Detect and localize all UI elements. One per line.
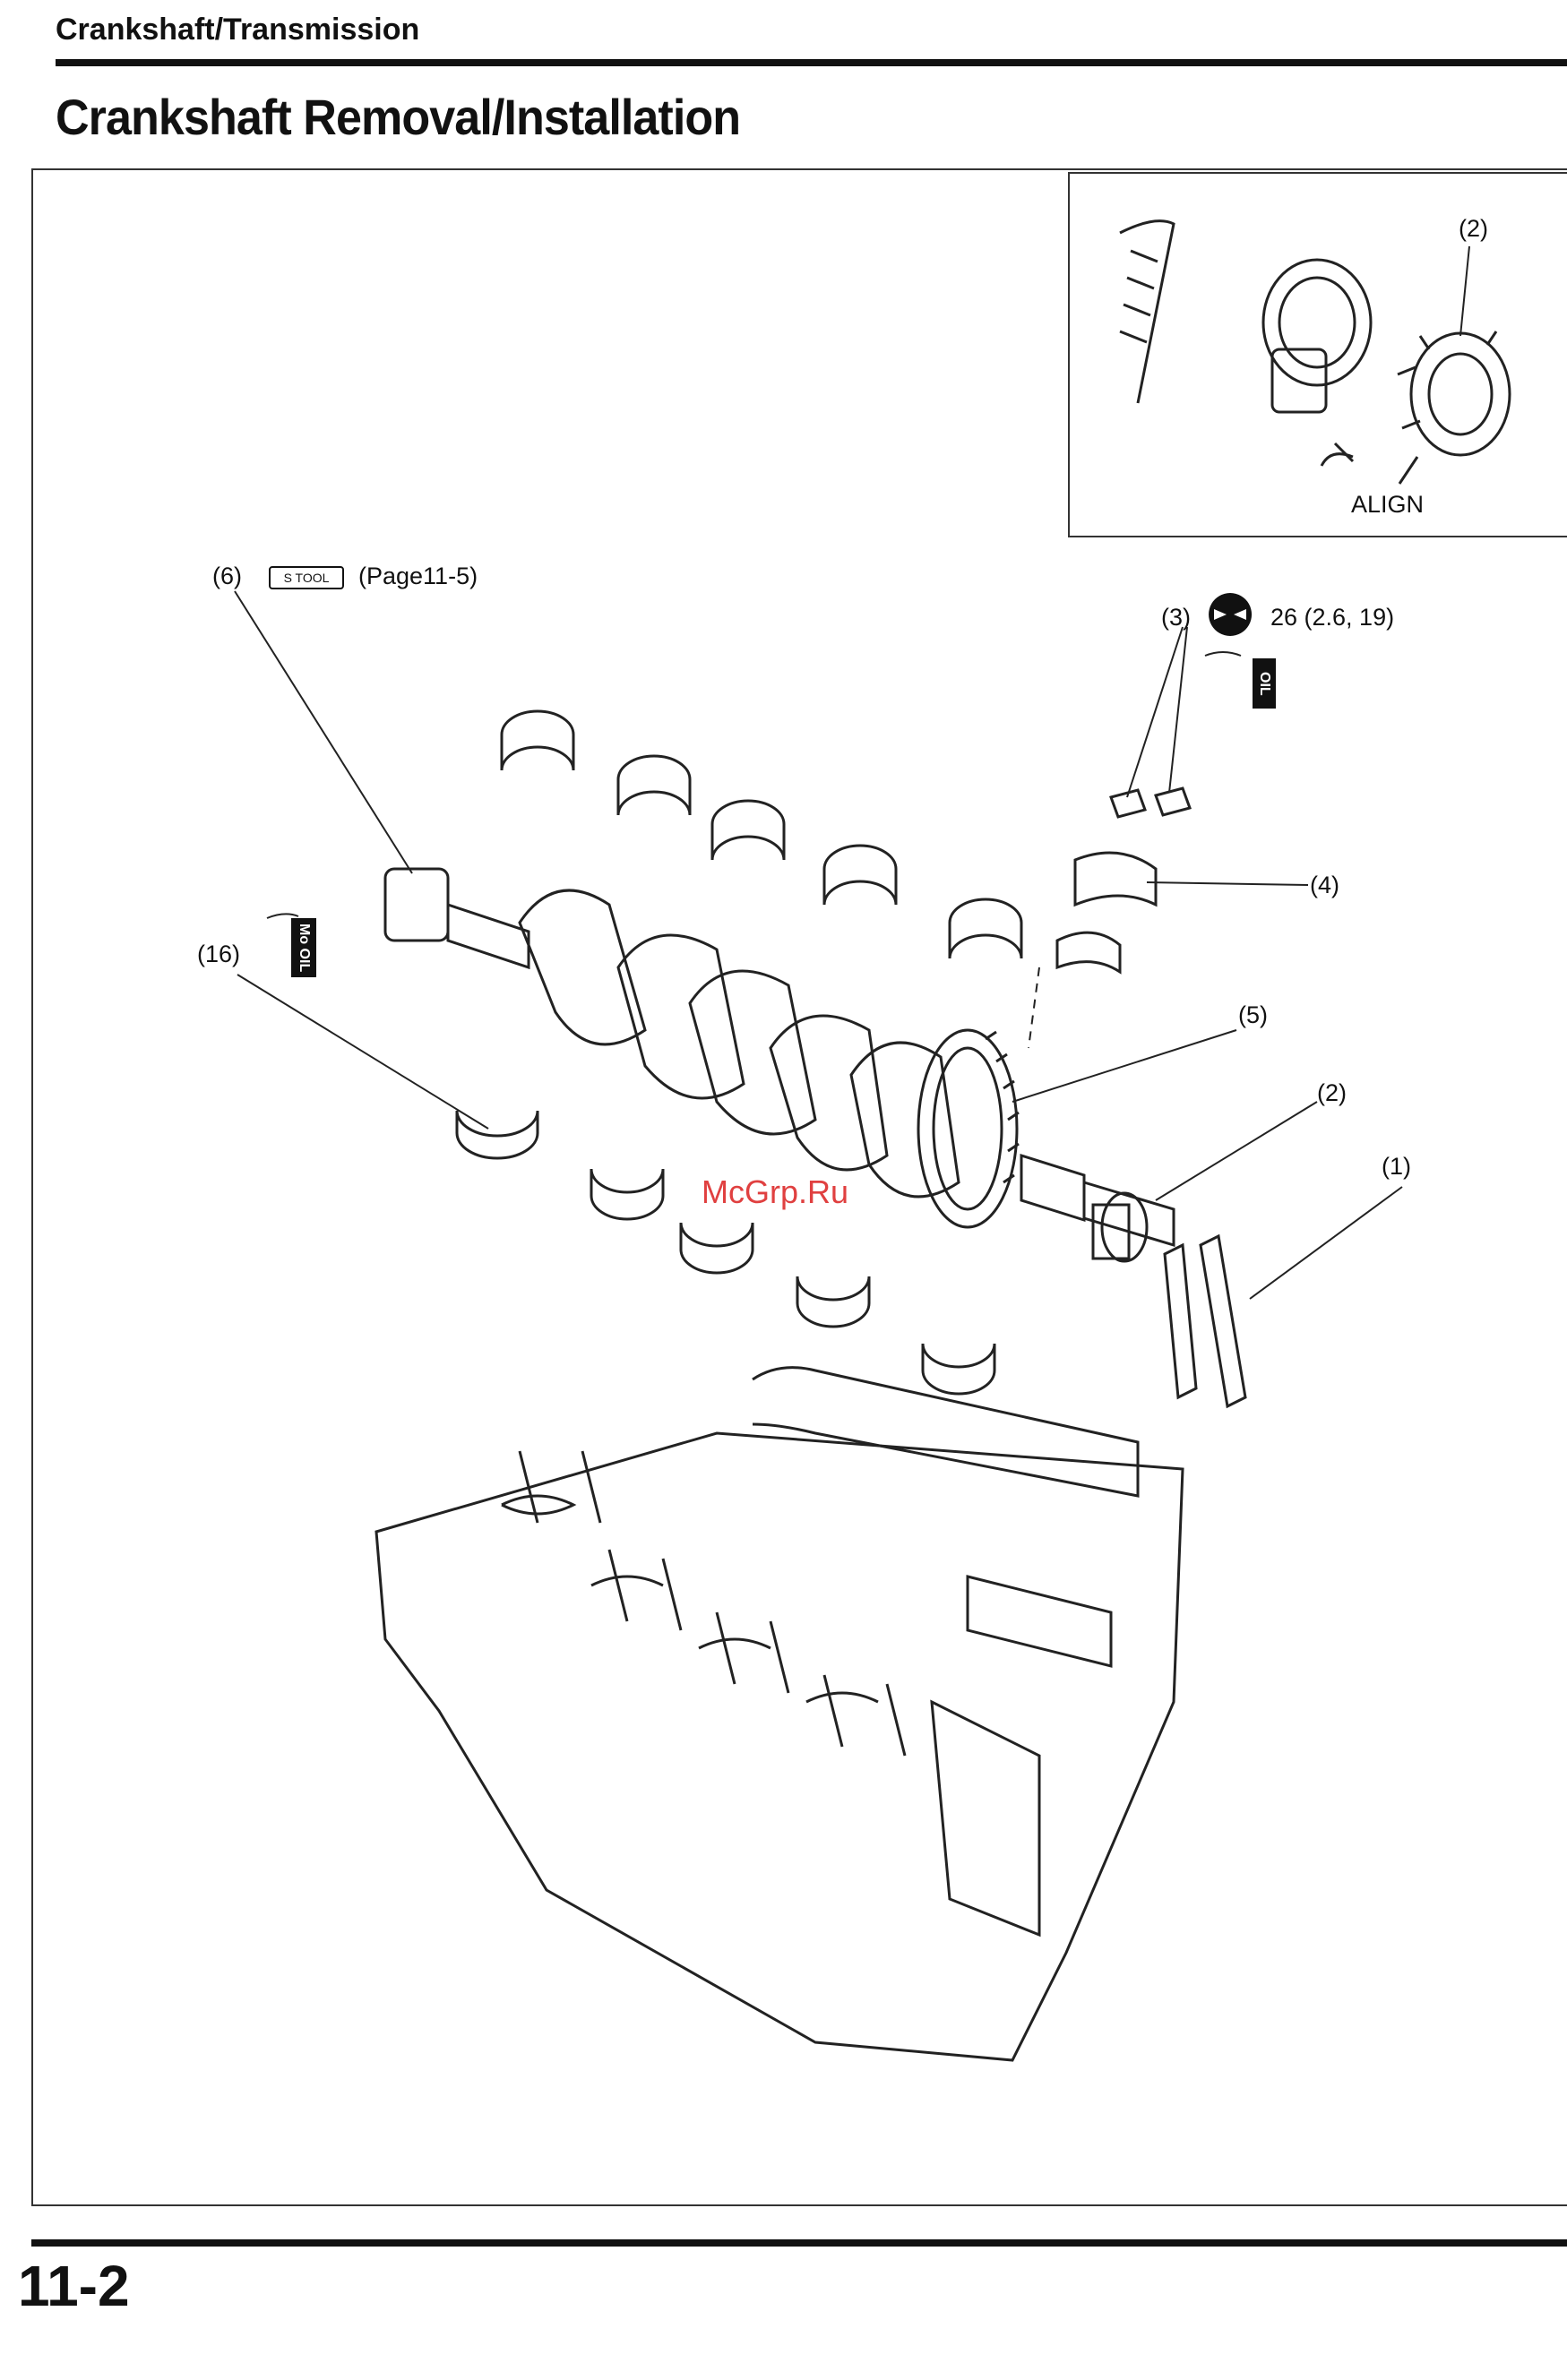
tool-page-ref: (Page11-5): [358, 563, 478, 590]
callout-6: (6): [212, 563, 242, 590]
upper-bearing-shells: [502, 711, 1021, 958]
bearing-cap-and-nuts: [1029, 788, 1190, 1048]
inset-align-label: ALIGN: [1351, 491, 1424, 519]
callout-2: (2): [1317, 1079, 1347, 1107]
inset-callout-2: (2): [1459, 215, 1488, 243]
special-tool-badge: S TOOL: [269, 566, 344, 589]
callout-5: (5): [1238, 1001, 1268, 1029]
torque-wrench-icon: [1205, 589, 1255, 640]
lower-bearing-shells: [457, 1111, 994, 1394]
callout-16: (16): [197, 941, 240, 968]
callout-3: (3): [1161, 604, 1191, 632]
page-number: 11-2: [18, 2253, 130, 2319]
sprocket-and-chain: [1093, 1193, 1245, 1406]
torque-value: 26 (2.6, 19): [1270, 604, 1394, 632]
callout-4: (4): [1310, 872, 1339, 899]
inset-gear-drawing: [1120, 221, 1510, 484]
footer-rule: [31, 2239, 1567, 2247]
crankcase: [376, 1368, 1183, 2060]
watermark: McGrp.Ru: [702, 1173, 848, 1211]
oil-dropper-line: [1205, 652, 1241, 656]
callout-1: (1): [1382, 1153, 1411, 1181]
oil-tag: OIL: [1253, 658, 1276, 709]
mo-oil-tag: Mo OIL: [291, 918, 316, 977]
